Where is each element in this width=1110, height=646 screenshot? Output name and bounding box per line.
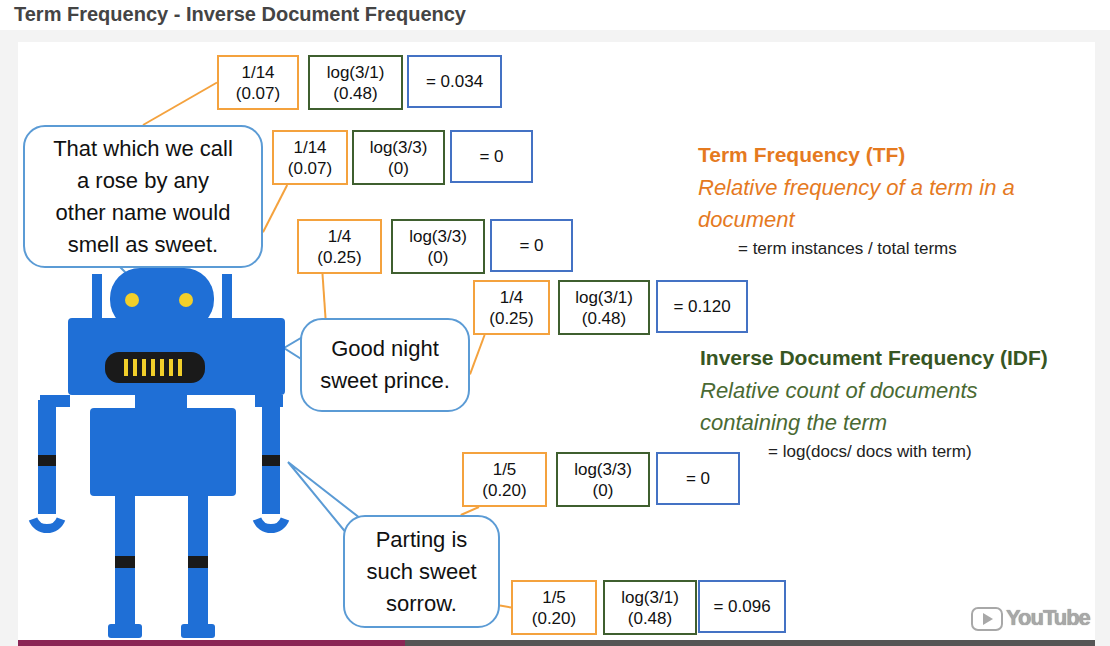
value-text: (0) (388, 158, 409, 179)
value-text: = 0 (479, 146, 503, 167)
tf-box: 1/14(0.07) (217, 55, 299, 110)
value-text: = 0 (686, 468, 710, 489)
definition-text: Relative count of documents containing t… (700, 375, 1062, 439)
leader-line (263, 185, 287, 232)
robot-figure (38, 268, 285, 638)
value-text: 1/14 (241, 62, 274, 83)
tf-box: 1/4(0.25) (473, 280, 550, 335)
value-text: (0.48) (333, 83, 377, 104)
tf-box: 1/14(0.07) (272, 130, 348, 185)
formula-text: = log(docs/ docs with term) (768, 442, 972, 462)
watermark: YouTube (1006, 605, 1090, 631)
result-box: = 0 (450, 130, 533, 183)
idf-box: log(3/3)(0) (556, 452, 650, 507)
value-text: log(3/3) (370, 137, 428, 158)
result-box: = 0.096 (698, 580, 786, 633)
value-text: (0) (593, 480, 614, 501)
value-text: 1/5 (542, 587, 566, 608)
definition-text: Relative frequency of a term in a docume… (698, 172, 1060, 236)
speech-bubble: That which we call a rose by any other n… (23, 125, 263, 268)
value-text: 1/4 (500, 287, 524, 308)
leader-line (470, 335, 485, 374)
quote-text: Parting is such sweet sorrow. (359, 524, 484, 620)
speech-bubble: Good night sweet prince. (300, 318, 470, 412)
tf-box: 1/5(0.20) (462, 452, 547, 507)
page-title: Term Frequency - Inverse Document Freque… (14, 3, 466, 26)
robot-claws (33, 519, 285, 529)
idf-box: log(3/1)(0.48) (603, 580, 697, 635)
quote-text: Good night sweet prince. (317, 333, 453, 397)
value-text: 1/5 (493, 459, 517, 480)
video-frame (18, 42, 1095, 646)
value-text: = 0.096 (713, 596, 770, 617)
robot-joints (38, 352, 280, 568)
idf-box: log(3/3)(0) (352, 130, 445, 185)
value-text: log(3/1) (575, 287, 633, 308)
idf-box: log(3/1)(0.48) (558, 280, 650, 335)
value-text: (0.48) (582, 308, 626, 329)
value-text: (0.20) (482, 480, 526, 501)
value-text: (0) (428, 247, 449, 268)
value-text: = 0 (519, 235, 543, 256)
value-text: (0.07) (236, 83, 280, 104)
idf-box: log(3/1)(0.48) (308, 55, 403, 110)
value-text: (0.48) (628, 608, 672, 629)
result-box: = 0.120 (656, 280, 748, 333)
value-text: 1/4 (328, 226, 352, 247)
progress-bar (18, 640, 1095, 646)
result-box: = 0.034 (407, 55, 502, 108)
section-heading: Inverse Document Frequency (IDF) (700, 346, 1048, 370)
quote-text: That which we call a rose by any other n… (51, 133, 235, 261)
leader-line (143, 83, 217, 126)
value-text: log(3/3) (409, 226, 467, 247)
section-heading: Term Frequency (TF) (698, 143, 905, 167)
leader-line (500, 605, 511, 607)
value-text: (0.25) (317, 247, 361, 268)
robot-face (124, 293, 193, 376)
value-text: log(3/3) (574, 459, 632, 480)
value-text: (0.25) (489, 308, 533, 329)
value-text: log(3/1) (621, 587, 679, 608)
leader-line (461, 507, 479, 515)
leader-line (323, 274, 326, 318)
progress-played (18, 640, 405, 646)
panel-frame (0, 30, 1110, 646)
value-text: (0.07) (288, 158, 332, 179)
speech-bubble: Parting is such sweet sorrow. (343, 515, 500, 628)
formula-text: = term instances / total terms (738, 239, 957, 259)
idf-box: log(3/3)(0) (391, 219, 485, 274)
value-text: (0.20) (532, 608, 576, 629)
value-text: = 0.120 (673, 296, 730, 317)
tf-box: 1/4(0.25) (297, 219, 382, 274)
value-text: = 0.034 (426, 71, 483, 92)
result-box: = 0 (490, 219, 573, 272)
result-box: = 0 (656, 452, 740, 505)
value-text: 1/14 (293, 137, 326, 158)
tf-box: 1/5(0.20) (511, 580, 597, 635)
value-text: log(3/1) (327, 62, 385, 83)
watermark-icon (972, 608, 1002, 630)
